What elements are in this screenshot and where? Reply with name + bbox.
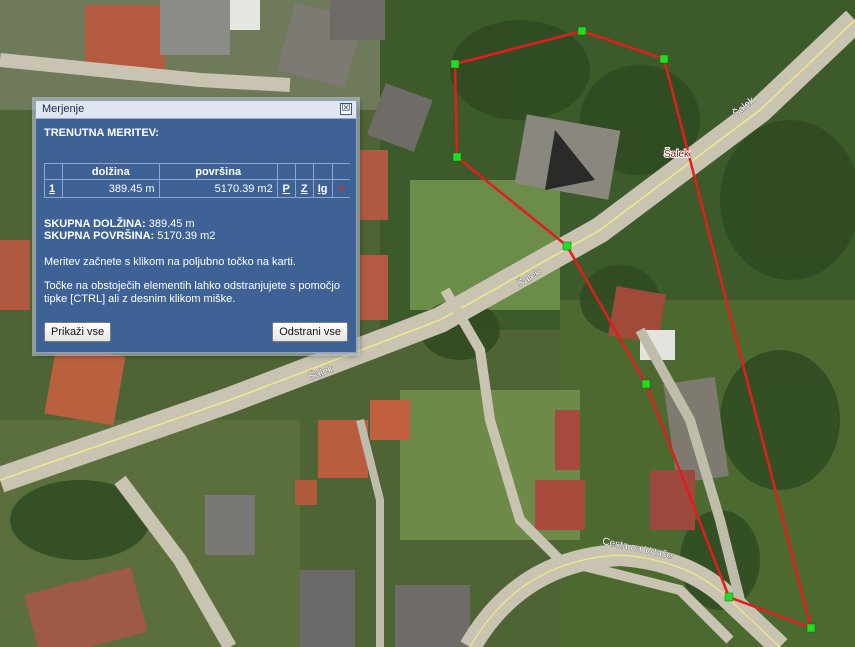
- total-area-label: SKUPNA POVRŠINA:: [44, 230, 155, 242]
- row-area: 5170.39 m2: [158, 179, 278, 198]
- poi-label-salek[interactable]: Šalek: [663, 146, 691, 161]
- table-row: 1 389.45 m 5170.39 m2 P Z Ig ×: [44, 179, 350, 198]
- total-length-value: 389.45 m: [148, 218, 195, 230]
- panel-title: Merjenje: [42, 103, 85, 115]
- row-action-ig[interactable]: Ig: [312, 179, 332, 198]
- measurement-vertex[interactable]: [641, 379, 651, 389]
- measurement-panel[interactable]: Merjenje ☒ TRENUTNA MERITEV: dolžina pov…: [35, 100, 357, 353]
- hint-remove-text: Točke na obstoječih elementih lahko odst…: [44, 280, 340, 305]
- column-header-empty: [44, 163, 63, 180]
- row-action-z[interactable]: Z: [294, 179, 314, 198]
- column-header-empty: [312, 163, 332, 180]
- row-index-link[interactable]: 1: [44, 179, 63, 198]
- column-header-length: dolžina: [62, 163, 160, 180]
- row-length: 389.45 m: [62, 179, 160, 198]
- measurement-vertex[interactable]: [452, 152, 462, 162]
- totals-block: SKUPNA DOLŽINA: 389.45 m SKUPNA POVRŠINA…: [44, 218, 348, 242]
- castle-icon[interactable]: [664, 150, 670, 156]
- total-length-label: SKUPNA DOLŽINA:: [44, 218, 146, 230]
- measurement-vertex[interactable]: [659, 54, 669, 64]
- measurement-vertex[interactable]: [450, 59, 460, 69]
- column-header-area: površina: [158, 163, 278, 180]
- column-header-empty: [331, 163, 350, 180]
- measurement-vertex[interactable]: [806, 623, 816, 633]
- measurement-vertex[interactable]: [577, 26, 587, 36]
- current-measurement-heading: TRENUTNA MERITEV:: [44, 127, 160, 139]
- show-all-button[interactable]: Prikaži vse: [44, 322, 112, 342]
- total-area-value: 5170.39 m2: [157, 230, 216, 242]
- panel-titlebar[interactable]: Merjenje ☒: [36, 101, 356, 119]
- delete-icon[interactable]: ×: [331, 179, 350, 198]
- close-icon[interactable]: ☒: [340, 103, 352, 115]
- panel-body: TRENUTNA MERITEV: dolžina površina: [36, 119, 356, 306]
- measurement-table: dolžina površina 1 389.45 m 5170.39 m2 P: [44, 163, 350, 198]
- remove-all-button[interactable]: Odstrani vse: [272, 322, 348, 342]
- measurement-vertex[interactable]: [724, 592, 734, 602]
- measurement-vertex[interactable]: [562, 241, 572, 251]
- column-header-empty: [294, 163, 314, 180]
- row-action-p[interactable]: P: [276, 179, 296, 198]
- hint-start-text: Meritev začnete s klikom na poljubno toč…: [44, 256, 296, 268]
- column-header-empty: [276, 163, 296, 180]
